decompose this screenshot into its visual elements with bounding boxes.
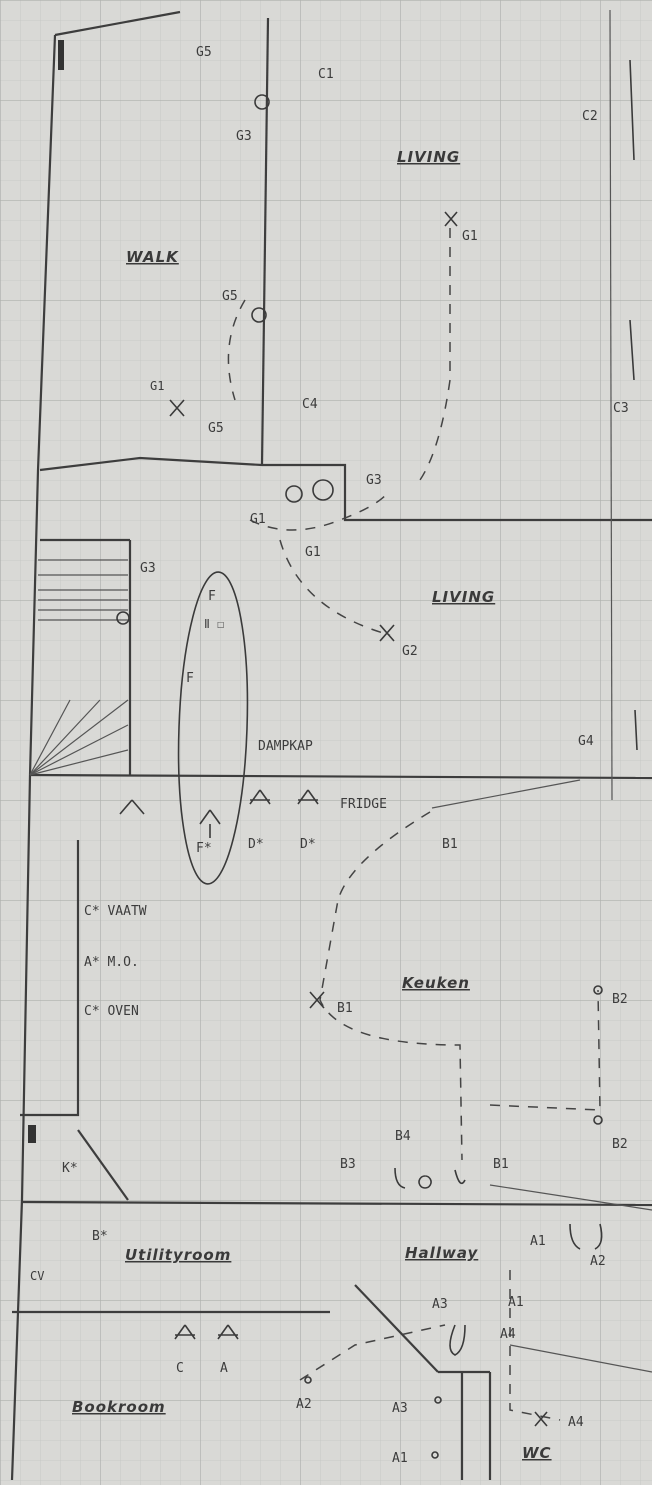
room-wc: WC — [522, 1444, 552, 1462]
label-g4: G4 — [578, 734, 594, 749]
label-a1-c: A1 — [392, 1451, 408, 1466]
label-g3-c: G3 — [140, 561, 156, 576]
label-b1-a: B1 — [442, 837, 458, 852]
label-oven: C* OVEN — [84, 1004, 139, 1019]
label-damp: DAMPKAP — [258, 739, 313, 754]
label-a2: A2 — [590, 1254, 606, 1269]
label-b2-a: B2 — [612, 992, 628, 1007]
walls — [10, 9, 652, 1481]
label-a-bottom: A — [220, 1361, 228, 1376]
label-a1: A1 — [530, 1234, 546, 1249]
label-c-bottom: C — [176, 1361, 184, 1376]
label-d-star-2: D* — [300, 837, 316, 852]
label-vaatw: C* VAATW — [84, 904, 147, 919]
label-fridge: FRIDGE — [340, 797, 387, 812]
label-island-a: Ⅱ ☐ — [204, 617, 224, 631]
label-a3: A3 — [432, 1297, 448, 1312]
label-a3-b: A3 — [392, 1401, 408, 1416]
label-b3: B3 — [340, 1157, 356, 1172]
room-keuken: Keuken — [402, 974, 470, 992]
fixture-labels: C1 C2 C3 C4 G4 G1 G1 G2 G3 G1 G5 G5 G5 G… — [30, 45, 629, 1466]
label-mo: A* M.O. — [84, 955, 139, 970]
room-walk: WALK — [126, 248, 179, 266]
label-c2: C2 — [582, 109, 598, 124]
label-a1-b: A1 — [508, 1295, 524, 1310]
label-c4: C4 — [302, 397, 318, 412]
label-g1-a: G1 — [462, 229, 478, 244]
electrical-symbols — [28, 40, 638, 1459]
label-g5-a: G5 — [222, 289, 238, 304]
label-k-star: K* — [62, 1161, 78, 1176]
room-labels: LIVING LIVING Keuken Hallway WALK Utilit… — [72, 148, 552, 1462]
label-g2: G2 — [402, 644, 418, 659]
label-cv: CV — [30, 1269, 44, 1283]
label-b1-b: B1 — [337, 1001, 353, 1016]
label-a4-b: A4 — [568, 1415, 584, 1430]
label-g3: G3 — [366, 473, 382, 488]
label-c1: C1 — [318, 67, 334, 82]
label-g1-b: G1 — [305, 545, 321, 560]
label-gr: G1 — [150, 379, 164, 393]
label-a2-b: A2 — [296, 1397, 312, 1412]
label-g5-c: G5 — [208, 421, 224, 436]
room-living: LIVING — [432, 588, 495, 606]
room-living-top: LIVING — [397, 148, 460, 166]
label-c3: C3 — [613, 401, 629, 416]
label-g1-c: G1 — [250, 512, 266, 527]
label-b-star: B* — [92, 1229, 108, 1244]
room-hallway: Hallway — [405, 1244, 478, 1262]
label-island-b: F — [186, 671, 194, 686]
room-utility: Utilityroom — [125, 1246, 231, 1264]
room-bookroom: Bookroom — [72, 1398, 166, 1416]
label-b4: B4 — [395, 1129, 411, 1144]
staircase — [29, 559, 129, 776]
label-d-star: D* — [248, 837, 264, 852]
label-a4: A4 — [500, 1327, 516, 1342]
kitchen-island — [177, 571, 249, 885]
label-g5-b: G5 — [196, 45, 212, 60]
label-b2-b: B2 — [612, 1137, 628, 1152]
label-g3-b: G3 — [236, 129, 252, 144]
label-f-top: F — [208, 589, 216, 604]
label-b1-c: B1 — [493, 1157, 509, 1172]
label-f-star: F* — [196, 841, 212, 856]
